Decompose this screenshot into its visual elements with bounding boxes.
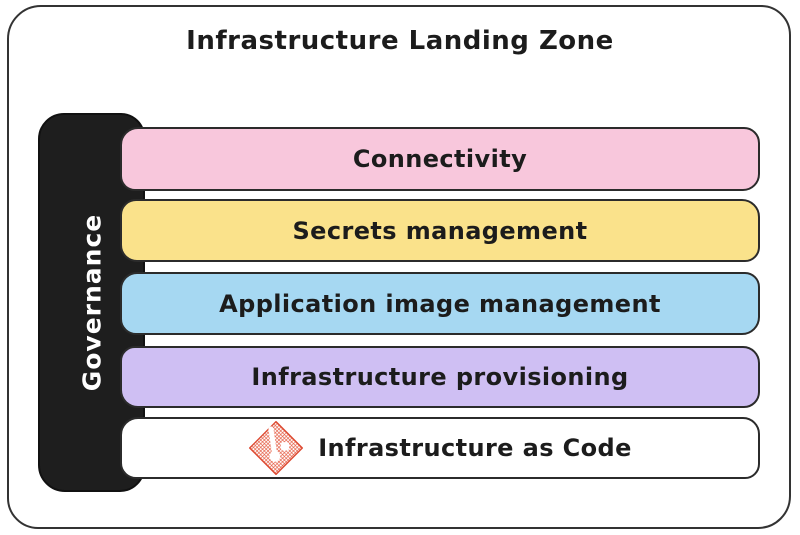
governance-label: Governance [77, 213, 106, 392]
layer-application-image-management: Application image management [120, 272, 760, 335]
outer-frame [7, 5, 791, 529]
layer-connectivity: Connectivity [120, 127, 760, 191]
layer-secrets-management-label: Secrets management [292, 216, 588, 245]
layer-connectivity-label: Connectivity [352, 145, 528, 173]
layer-infrastructure-provisioning-label: Infrastructure provisioning [251, 363, 629, 391]
layer-application-image-management-label: Application image management [219, 289, 661, 318]
layer-secrets-management: Secrets management [120, 199, 760, 262]
layer-infrastructure-as-code-label: Infrastructure as Code [318, 434, 632, 462]
page-title: Infrastructure Landing Zone [186, 26, 614, 56]
layer-infrastructure-as-code: Infrastructure as Code [120, 417, 760, 479]
git-icon [248, 420, 304, 476]
layer-infrastructure-provisioning: Infrastructure provisioning [120, 346, 760, 408]
